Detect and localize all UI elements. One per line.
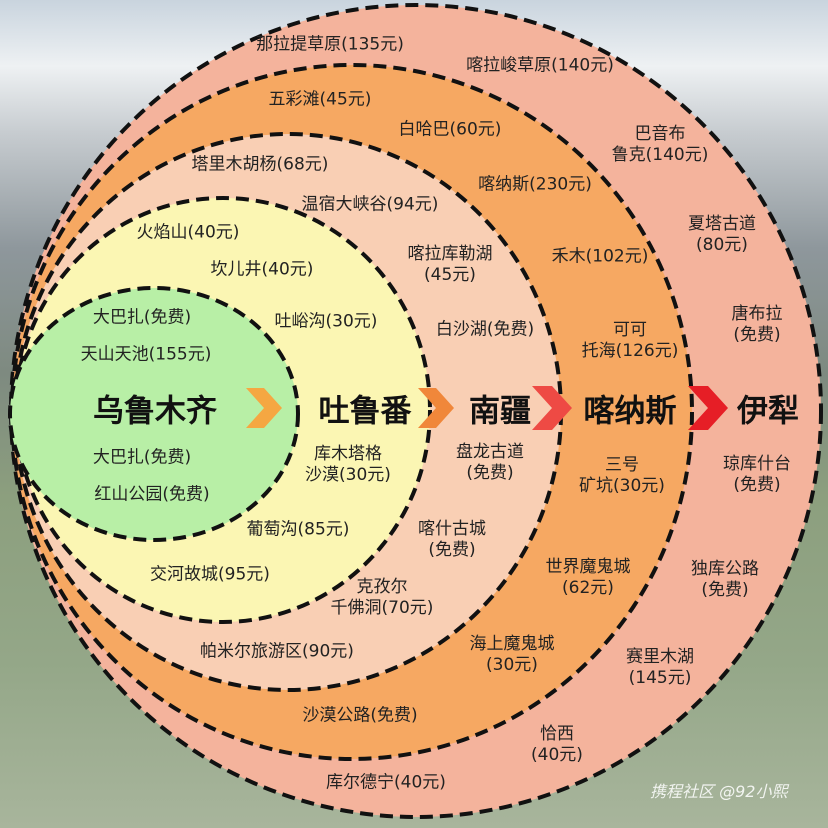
spot-label: 沙漠公路(免费) bbox=[302, 705, 418, 726]
spot-label: 唐布拉(免费) bbox=[731, 304, 783, 345]
spot-label: 白沙湖(免费) bbox=[435, 319, 535, 340]
spot-label: 那拉提草原(135元) bbox=[256, 34, 404, 55]
spot-label: 大巴扎(免费) bbox=[92, 307, 192, 328]
spot-label: 盘龙古道(免费) bbox=[456, 442, 524, 483]
spot-label: 火焰山(40元) bbox=[136, 222, 240, 243]
spot-label: 世界魔鬼城(62元) bbox=[545, 557, 631, 598]
arrow-icon bbox=[246, 388, 282, 428]
spot-label: 独库公路(免费) bbox=[691, 559, 759, 600]
spot-label: 三号矿坑(30元) bbox=[579, 455, 665, 496]
spot-label: 巴音布鲁克(140元) bbox=[611, 124, 709, 165]
arrow-icon bbox=[418, 388, 454, 428]
spot-label: 红山公园(免费) bbox=[94, 484, 210, 505]
spot-label: 五彩滩(45元) bbox=[268, 89, 372, 110]
spot-label: 喀拉峻草原(140元) bbox=[466, 55, 614, 76]
spot-label: 塔里木胡杨(68元) bbox=[191, 154, 329, 175]
arrow-icon bbox=[688, 386, 728, 430]
spot-label: 喀什古城(免费) bbox=[418, 519, 486, 560]
spot-label: 海上魔鬼城(30元) bbox=[469, 634, 555, 675]
spot-label: 大巴扎(免费) bbox=[92, 447, 192, 468]
spot-label: 交河故城(95元) bbox=[150, 564, 270, 585]
spot-label: 帕米尔旅游区(90元) bbox=[200, 641, 354, 662]
spot-label: 库木塔格沙漠(30元) bbox=[305, 444, 391, 485]
spot-label: 白哈巴(60元) bbox=[398, 119, 502, 140]
region-nanjiang: 南疆 bbox=[469, 393, 531, 430]
ring-urumqi bbox=[8, 286, 300, 542]
spot-label: 天山天池(155元) bbox=[80, 344, 212, 365]
spot-label: 坎儿井(40元) bbox=[210, 259, 314, 280]
region-yili: 伊犁 bbox=[737, 393, 799, 430]
region-urumqi: 乌鲁木齐 bbox=[93, 393, 217, 430]
spot-label: 喀纳斯(230元) bbox=[478, 174, 592, 195]
spot-label: 夏塔古道(80元) bbox=[688, 214, 756, 255]
region-turpan: 吐鲁番 bbox=[318, 393, 412, 430]
region-kanas: 喀纳斯 bbox=[583, 393, 677, 430]
spot-label: 温宿大峡谷(94元) bbox=[301, 194, 439, 215]
spot-label: 恰西(40元) bbox=[531, 724, 583, 765]
spot-label: 可可托海(126元) bbox=[581, 320, 679, 361]
spot-label: 克孜尔千佛洞(70元) bbox=[330, 577, 434, 618]
spot-label: 琼库什台(免费) bbox=[723, 454, 791, 495]
spot-label: 赛里木湖(145元) bbox=[626, 647, 694, 688]
spot-label: 葡萄沟(85元) bbox=[246, 519, 350, 540]
spot-label: 喀拉库勒湖(45元) bbox=[407, 244, 493, 285]
watermark: 携程社区 @92小熙 bbox=[650, 782, 788, 801]
arrow-icon bbox=[532, 386, 572, 430]
spot-label: 吐峪沟(30元) bbox=[274, 311, 378, 332]
spot-label: 禾木(102元) bbox=[551, 246, 649, 267]
spot-label: 库尔德宁(40元) bbox=[326, 772, 446, 793]
